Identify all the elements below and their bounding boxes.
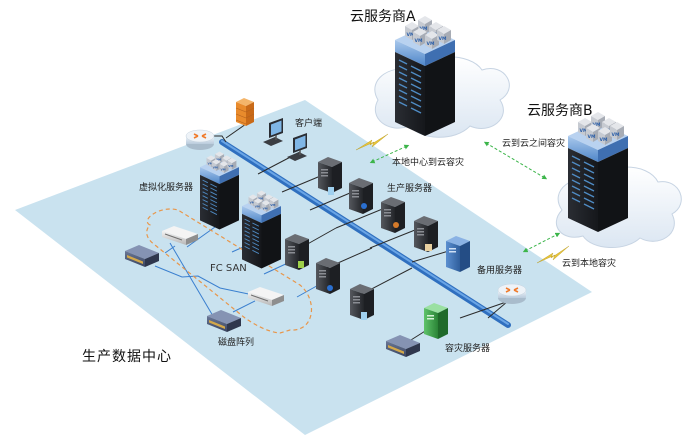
production-server-icon (349, 178, 373, 214)
dr-servers-label: 容灾服务器 (445, 344, 491, 354)
production-server-icon (285, 234, 309, 270)
standby-servers-label: 备用服务器 (477, 266, 523, 276)
fc-san-boundary (146, 208, 313, 334)
cloud-b-label: 云服务商B (527, 103, 593, 119)
local-to-cloud-link-label: 本地中心到云容灾 (392, 158, 465, 168)
production-servers-label: 生产服务器 (387, 184, 433, 194)
diagram-title: 生产数据中心 (82, 349, 172, 365)
edge-router-icon (185, 129, 215, 151)
virtualization-servers-label: 虚拟化服务器 (139, 183, 194, 193)
wan-lightning-icon (355, 133, 389, 151)
wan-lightning-icon (536, 245, 570, 264)
cloud-b-server-rack-icon (568, 112, 628, 232)
dr-arrows (369, 141, 561, 253)
standby-server-icon (446, 236, 470, 272)
firewall-icon (235, 98, 255, 126)
server-badges (298, 187, 432, 320)
disk-array-label: 磁盘阵列 (218, 338, 255, 348)
dr-server-icon (424, 303, 448, 339)
cloud-a-server-rack-icon (395, 16, 455, 136)
network-links (212, 123, 515, 346)
cloud-provider-a (374, 16, 510, 138)
standby-router-icon (497, 283, 527, 305)
fc-san-label: FC SAN (210, 263, 247, 274)
cloud-provider-b (556, 112, 682, 249)
production-server-icon (381, 197, 405, 233)
cloud-to-local-link-label: 云到本地容灾 (562, 259, 617, 269)
cloud-a-label: 云服务商A (350, 9, 416, 25)
cloud-to-cloud-link-label: 云到云之间容灾 (502, 139, 566, 149)
clients-label: 客户端 (295, 119, 323, 129)
